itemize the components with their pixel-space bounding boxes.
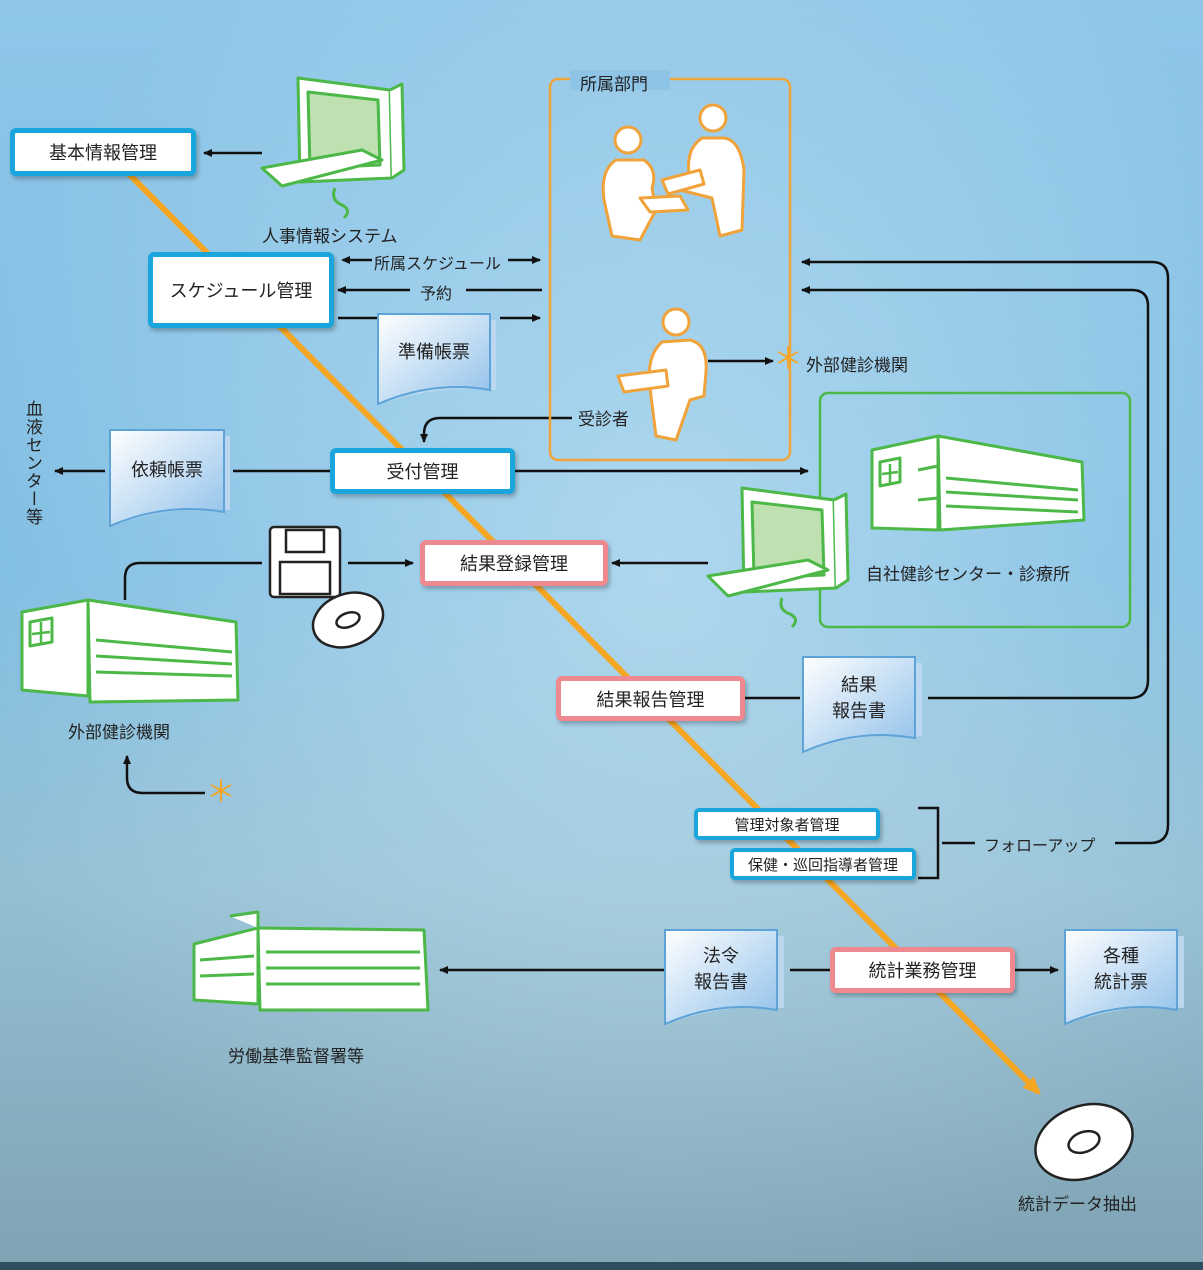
result-registration-box: 結果登録管理 bbox=[420, 540, 608, 586]
result-report-doc-line1: 結果 bbox=[841, 675, 877, 696]
target-person-management-box: 管理対象者管理 bbox=[694, 808, 880, 840]
document-icon bbox=[1064, 929, 1184, 1026]
document-icon bbox=[802, 656, 922, 754]
document-icon bbox=[664, 929, 784, 1026]
dept-schedule-label: 所属スケジュール bbox=[374, 254, 501, 273]
floppy-disk-icon bbox=[268, 525, 342, 599]
legal-report-doc-line1: 法令 bbox=[703, 946, 739, 967]
reservation-label: 予約 bbox=[420, 284, 453, 303]
schedule-management-box: スケジュール管理 bbox=[148, 252, 334, 328]
document-icon bbox=[377, 313, 496, 406]
external-facility-left-label: 外部健診機関 bbox=[68, 723, 170, 743]
legal-report-doc-line2: 報告書 bbox=[694, 972, 748, 993]
stats-forms-doc-line1: 各種 bbox=[1103, 946, 1139, 967]
prep-form-doc: 準備帳票 bbox=[378, 314, 490, 394]
government-building-icon bbox=[192, 910, 430, 1012]
person-icon bbox=[616, 307, 708, 442]
own-center-label: 自社健診センター・診療所 bbox=[866, 565, 1070, 585]
request-form-doc: 依頼帳票 bbox=[110, 430, 224, 510]
result-report-doc-line2: 報告書 bbox=[832, 701, 886, 722]
health-guidance-management-box: 保健・巡回指導者管理 bbox=[730, 848, 916, 880]
labor-office-label: 労働基準監督署等 bbox=[228, 1047, 364, 1067]
examinee-label: 受診者 bbox=[578, 410, 629, 430]
person-icon bbox=[601, 103, 746, 242]
document-icon bbox=[109, 429, 230, 528]
reception-management-box: 受付管理 bbox=[330, 448, 515, 494]
statistics-management-box: 統計業務管理 bbox=[830, 947, 1015, 993]
hospital-icon bbox=[870, 434, 1086, 532]
cd-icon bbox=[1034, 1102, 1134, 1182]
asterisk-bottom: ＊ bbox=[206, 775, 236, 810]
blood-center-label: 血液センター等 bbox=[22, 400, 42, 526]
follow-up-label: フォローアップ bbox=[984, 836, 1096, 855]
request-form-label: 依頼帳票 bbox=[131, 460, 203, 481]
legal-report-doc: 法令 報告書 bbox=[665, 930, 777, 1010]
stats-forms-doc: 各種 統計票 bbox=[1065, 930, 1177, 1010]
external-facility-top-label: 外部健診機関 bbox=[806, 356, 908, 376]
department-label: 所属部門 bbox=[580, 75, 648, 95]
result-report-management-box: 結果報告管理 bbox=[556, 676, 745, 721]
hr-system-label: 人事情報システム bbox=[262, 227, 398, 247]
computer-icon bbox=[260, 76, 406, 220]
computer-icon bbox=[706, 486, 850, 629]
result-report-doc: 結果 報告書 bbox=[803, 657, 915, 737]
stats-data-label: 統計データ抽出 bbox=[1018, 1195, 1137, 1215]
basic-info-management-box: 基本情報管理 bbox=[10, 128, 196, 176]
hospital-icon bbox=[20, 598, 240, 704]
prep-form-label: 準備帳票 bbox=[398, 342, 470, 363]
asterisk-top: ＊ bbox=[773, 342, 803, 377]
stats-forms-doc-line2: 統計票 bbox=[1094, 972, 1148, 993]
cd-icon bbox=[311, 591, 385, 649]
